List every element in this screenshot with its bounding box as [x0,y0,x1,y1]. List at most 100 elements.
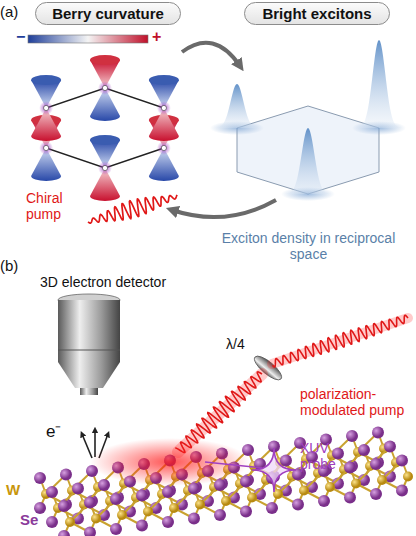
exciton-peak [281,128,335,194]
exciton-peak [210,84,264,128]
panel-letter: (b) [0,258,18,274]
se-atom [240,506,252,518]
se-atom [188,513,200,525]
exciton-dot [161,145,166,150]
se-atom [162,486,174,498]
w-atom [91,514,101,524]
detector-body [58,300,120,362]
se-atom [370,458,382,470]
atom-label: W [6,482,20,498]
se-atom [58,500,70,512]
w-atom [65,517,75,527]
se-atom [396,455,408,467]
exciton-glow [39,101,53,115]
se-atom [266,502,278,514]
detector-band [58,350,120,351]
exciton-glow [157,141,171,155]
se-atom [136,520,148,532]
se-atom [280,455,292,467]
exciton-glow [98,161,112,175]
se-atom [240,476,252,488]
w-atom [143,507,153,517]
axis-note: Exciton density in reciprocal space [206,230,411,262]
se-atom [46,516,58,528]
se-atom [162,516,174,528]
se-atom [60,469,72,481]
electron-arrow [82,434,92,458]
panel-letter: (a) [0,4,18,20]
w-atom [299,486,309,496]
cone-top [149,75,179,85]
pump-pulse [273,315,409,367]
cone-top [31,75,61,85]
se-atom [384,441,396,453]
detector-cone [58,362,120,388]
colorbar [28,35,148,43]
se-atom [344,462,356,474]
exciton-dot [102,85,107,90]
exciton-dot [102,165,107,170]
se-atom [358,444,370,456]
se-atom [84,497,96,509]
cycle-arrow [182,43,240,66]
w-atom [221,496,231,506]
se-atom [110,523,122,535]
se-atom [136,490,148,502]
exciton-dot [161,105,166,110]
probe-label: XUV probe [300,440,345,472]
detector-label: 3D electron detector [40,274,220,290]
atom-label: Se [20,512,38,528]
xuv-star [252,448,296,492]
w-atom [247,493,257,503]
xuv-beam [205,462,262,468]
pump-label: polarization-modulated pump [300,386,414,418]
se-atom [370,488,382,500]
exciton-glow [98,81,112,95]
colorbar-sign: − [16,29,25,45]
se-atom [292,499,304,511]
electron-arrow [94,430,96,457]
se-atom [214,509,226,521]
w-atom [351,479,361,489]
cone-top [90,135,120,145]
lattice [34,427,413,536]
exciton-dot [44,105,49,110]
se-atom [372,427,384,439]
detector-nozzle [80,388,98,395]
w-atom [377,475,387,485]
pump-spot [90,438,250,486]
se-atom [58,530,70,536]
node-title: Bright excitons [262,5,371,22]
se-atom [318,495,330,507]
w-atom [403,472,413,482]
node-title: Berry curvature [52,5,164,22]
se-atom [46,486,58,498]
w-atom [117,510,127,520]
se-atom [396,485,408,497]
brillouin-zone [46,88,164,168]
chiral-pulse [88,195,177,223]
w-atom [195,500,205,510]
se-atom [346,430,358,442]
electron-label: e⁻ [46,424,61,440]
title-pill: Berry curvature [35,2,181,25]
cycle-arrow [172,200,276,217]
se-atom [84,527,96,536]
exciton-peak [352,40,406,128]
pump-label: Chiral pump [26,190,84,222]
reciprocal-plane [237,106,379,194]
w-atom [325,482,335,492]
exciton-glow [39,141,53,155]
exciton-dot [44,145,49,150]
cone-top [90,55,120,65]
w-atom [169,503,179,513]
title-pill: Bright excitons [244,2,390,25]
waveplate-label: λ/4 [226,336,245,352]
se-atom [72,483,84,495]
se-atom [34,472,46,484]
se-atom [98,479,110,491]
exciton-glow [157,101,171,115]
